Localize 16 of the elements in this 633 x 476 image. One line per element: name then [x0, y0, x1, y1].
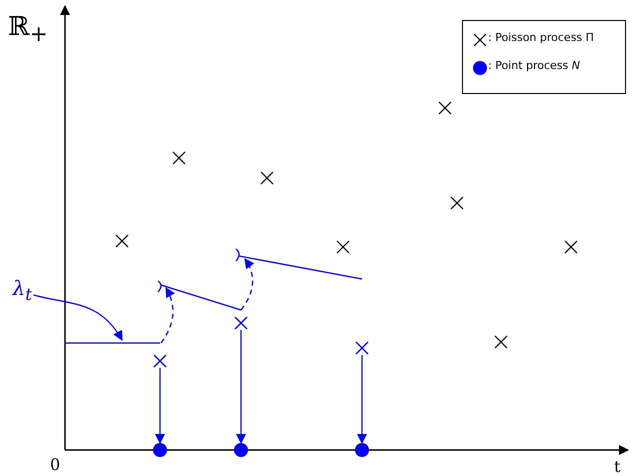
leader-line [33, 294, 123, 341]
curve-label: λ$_{t}$ [12, 276, 32, 306]
arrow [357, 355, 367, 444]
arrow [236, 330, 246, 444]
legend-label: : Point process N [488, 59, 580, 72]
axis-label: ℝ$_{+}$ [8, 12, 48, 48]
point-dot [153, 443, 167, 457]
accepted-point-icon [153, 354, 167, 368]
arrow [155, 368, 165, 444]
point-dot [355, 443, 369, 457]
point-dot [234, 443, 248, 457]
accepted-point-icon [355, 341, 369, 355]
axis-label: t [614, 457, 620, 476]
origin-label: 0 [50, 455, 60, 474]
legend-label: : Poisson process Π [488, 31, 594, 44]
accepted-point-icon [234, 316, 248, 330]
